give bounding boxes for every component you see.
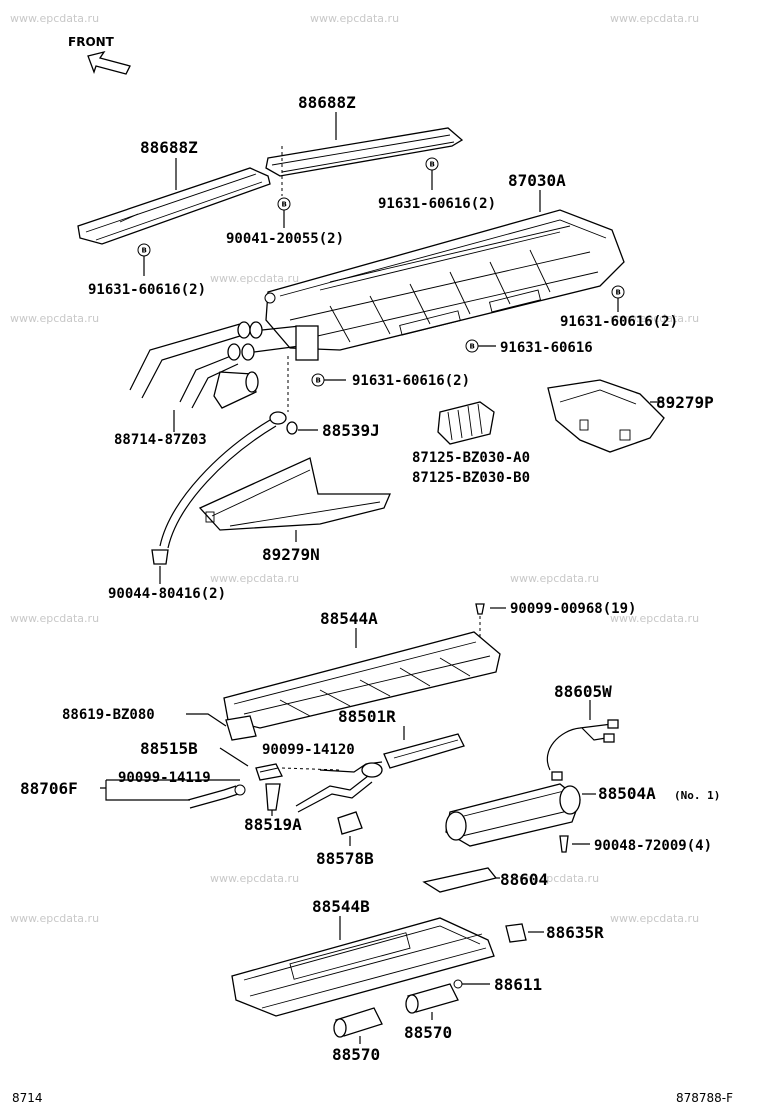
bolt-letter: B <box>430 161 435 169</box>
bolt-letter: B <box>282 201 287 209</box>
watermark: www.epcdata.ru <box>610 912 699 925</box>
part-88570-left-knob <box>333 1007 383 1044</box>
part-88611 <box>453 979 490 989</box>
label-90041-20055-2: 90041-20055(2) <box>226 231 344 247</box>
bolt-letter: B <box>470 343 475 351</box>
part-88688z-left <box>77 167 271 245</box>
label-88706f: 88706F <box>20 779 78 798</box>
watermark: www.epcdata.ru <box>10 312 99 325</box>
watermark: www.epcdata.ru <box>610 312 699 325</box>
label-88619-bz080: 88619-BZ080 <box>62 707 155 723</box>
label-88504a: 88504A <box>598 784 656 803</box>
watermark: www.epcdata.ru <box>510 872 599 885</box>
watermark: www.epcdata.ru <box>510 572 599 585</box>
label-90099-14119: 90099-14119 <box>118 770 211 786</box>
watermark: www.epcdata.ru <box>310 12 399 25</box>
watermarks: www.epcdata.ru www.epcdata.ru www.epcdat… <box>10 12 699 925</box>
label-90099-00968-19: 90099-00968(19) <box>510 601 636 617</box>
bolt-letter: B <box>142 247 147 255</box>
part-88570-right-knob <box>405 983 459 1020</box>
front-label: FRONT <box>68 35 115 49</box>
part-89279n-panel <box>198 457 391 531</box>
part-88515b-88519a <box>219 747 341 816</box>
part-88605w-harness <box>546 700 619 781</box>
label-91631-60616: 91631-60616 <box>500 340 593 356</box>
watermark: www.epcdata.ru <box>210 872 299 885</box>
label-88501r: 88501R <box>338 707 396 726</box>
watermark: www.epcdata.ru <box>610 12 699 25</box>
part-number-labels: 88688Z 88688Z 87030A 91631-60616(2) 9004… <box>20 93 720 1064</box>
watermark: www.epcdata.ru <box>610 612 699 625</box>
front-arrow-icon <box>87 50 131 75</box>
label-88688z-left: 88688Z <box>140 138 198 157</box>
part-88604-bracket <box>422 867 500 893</box>
part-88544a-panel <box>223 628 501 729</box>
label-88605w: 88605W <box>554 682 612 701</box>
label-89279n: 89279N <box>262 545 320 564</box>
label-91631-60616-2a: 91631-60616(2) <box>378 196 496 212</box>
label-88635r: 88635R <box>546 923 604 942</box>
label-88544a: 88544A <box>320 609 378 628</box>
bolt-letter: B <box>316 377 321 385</box>
label-88611: 88611 <box>494 975 542 994</box>
label-90044-80416-2: 90044-80416(2) <box>108 586 226 602</box>
label-88604: 88604 <box>500 870 548 889</box>
part-88635r-clip <box>505 923 544 943</box>
label-88515b: 88515B <box>140 739 198 758</box>
part-88714-hose <box>213 371 259 409</box>
watermark: www.epcdata.ru <box>210 572 299 585</box>
watermark: www.epcdata.ru <box>10 12 99 25</box>
part-88504a-cooler <box>445 783 596 847</box>
bolt-letter: B <box>616 289 621 297</box>
watermark: www.epcdata.ru <box>210 272 299 285</box>
front-indicator: FRONT <box>68 35 131 75</box>
part-89279p-cover <box>547 379 665 453</box>
label-88544b: 88544B <box>312 897 370 916</box>
part-88544b-panel <box>231 916 495 1017</box>
label-88688z-top: 88688Z <box>298 93 356 112</box>
label-88519a: 88519A <box>244 815 302 834</box>
part-88706f-tube <box>100 779 246 809</box>
part-88688z-right <box>265 127 464 196</box>
part-hose-set <box>129 321 319 409</box>
label-88714-87z03: 88714-87Z03 <box>114 432 207 448</box>
label-91631-60616-2d: 91631-60616(2) <box>352 373 470 389</box>
label-90099-14120: 90099-14120 <box>262 742 355 758</box>
label-88570-left: 88570 <box>332 1045 380 1064</box>
part-88619-block <box>186 713 257 741</box>
part-88539j-pipe <box>151 356 298 565</box>
label-87125-bz030-b0: 87125-BZ030-B0 <box>412 470 530 486</box>
label-89279p: 89279P <box>656 393 714 412</box>
leader-lines-top <box>143 112 664 584</box>
label-88578b: 88578B <box>316 849 374 868</box>
part-90048-bolt <box>559 835 590 853</box>
part-88501r-unit <box>295 726 465 813</box>
watermark: www.epcdata.ru <box>10 912 99 925</box>
label-87125-bz030-a0: 87125-BZ030-A0 <box>412 450 530 466</box>
part-87125-knob <box>437 401 495 445</box>
label-90048-72009-4: 90048-72009(4) <box>594 838 712 854</box>
footer-left-code: 8714 <box>12 1091 43 1105</box>
bolt-icon <box>264 292 276 304</box>
label-87030a: 87030A <box>508 171 566 190</box>
label-91631-60616-2c: 91631-60616(2) <box>560 314 678 330</box>
watermark: www.epcdata.ru <box>10 612 99 625</box>
part-88578b <box>337 811 363 846</box>
label-91631-60616-2b: 91631-60616(2) <box>88 282 206 298</box>
label-88570-right: 88570 <box>404 1023 452 1042</box>
label-88539j: 88539J <box>322 421 380 440</box>
label-88504a-note: (No. 1) <box>674 789 720 802</box>
footer-right-code: 878788-F <box>676 1091 733 1105</box>
